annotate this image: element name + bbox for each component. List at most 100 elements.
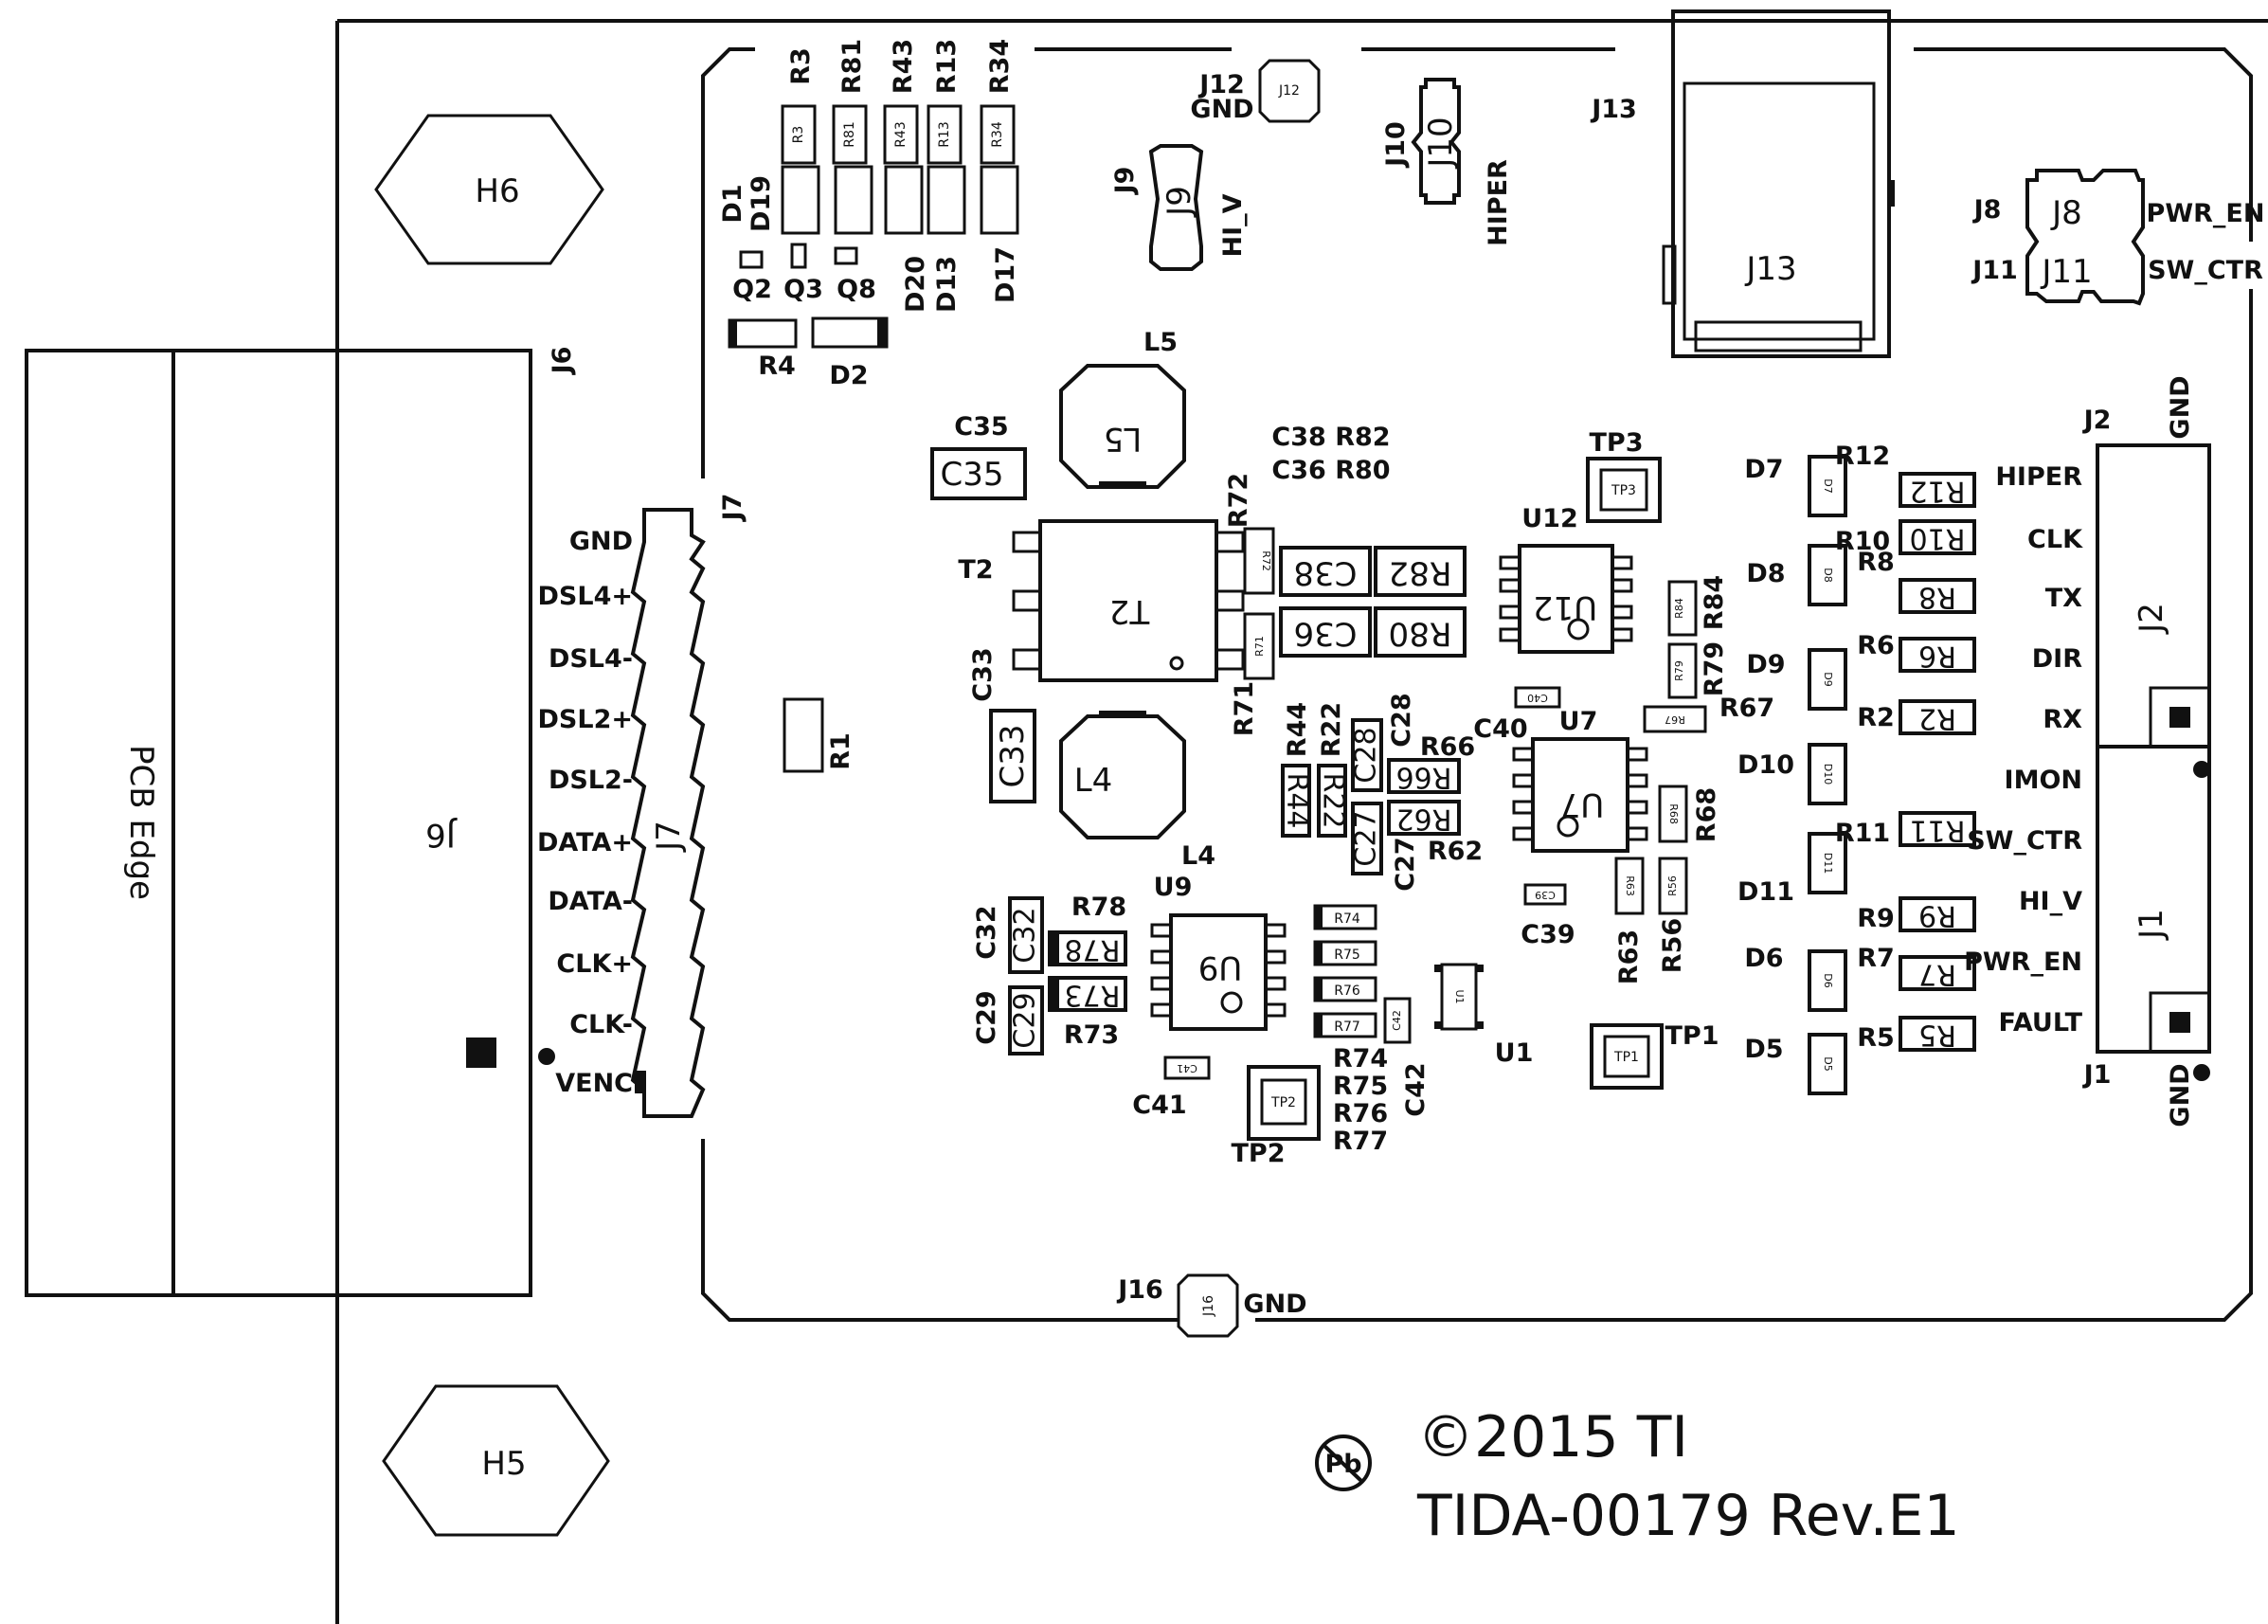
test-point-tp3: TP3 TP3 (1586, 428, 1662, 523)
r84-body: R84 (1673, 598, 1685, 619)
l4-ref: L4 (1181, 841, 1215, 871)
tp1-ref: TP1 (1665, 1021, 1719, 1051)
u9-body: U9 (1198, 948, 1243, 986)
right-resistor-body (1899, 578, 1976, 614)
r72-body: R72 (1260, 550, 1272, 571)
r71-body: R71 (1253, 636, 1266, 657)
r56-body: R56 (1666, 875, 1679, 896)
t2-body: T2 (1109, 592, 1150, 630)
j12-gnd-label: GND (1190, 95, 1253, 124)
u12-resistors: R84 R79 R67 R84 R79 R67 (1643, 575, 1774, 733)
top-resistor-body-label: R34 (990, 121, 1005, 148)
header-j12: J12 J12 GND (1190, 59, 1321, 124)
right-resistor-body (1899, 955, 1976, 991)
j12-label: J12 (1197, 70, 1245, 99)
c27-ref: C27 (1391, 837, 1420, 891)
right-diode-body-label: D5 (1822, 1056, 1834, 1071)
j-signal-label: DIR (2032, 644, 2082, 674)
top-diode-row: D1 D19 D20 D13 D17 (718, 165, 1020, 313)
gnd-top-label: GND (2166, 375, 2195, 439)
r75-body: R75 (1334, 947, 1360, 963)
d19-label: D19 (747, 175, 776, 232)
right-diode-body (1808, 1033, 1847, 1095)
j2-body: J2 (2133, 603, 2170, 635)
header-j8-j11: J8 J11 J8 J11 PWR_EN SW_CTR (1971, 169, 2264, 306)
u1-body: U1 (1453, 989, 1466, 1003)
c39-body: C39 (1535, 889, 1556, 901)
c35-body: C35 (940, 456, 1003, 494)
right-resistor-body-label: R7 (1918, 958, 1956, 991)
top-resistor-ref: R81 (837, 39, 867, 94)
r78-body: R78 (1064, 933, 1120, 966)
j10-label: J10 (1381, 121, 1411, 169)
right-diode-body-label: D9 (1822, 672, 1834, 686)
u1-ref: U1 (1495, 1038, 1534, 1068)
connector-j7: J7 J7 GNDDSL4+DSL4-DSL2+DSL2-DATA+DATA-C… (537, 494, 747, 1118)
c35-ref: C35 (954, 412, 1008, 442)
q3-label: Q3 (783, 275, 823, 304)
j11-label: J11 (1971, 256, 2018, 285)
j7-pin-label: GND (569, 527, 633, 556)
header-j9: J9 J9 HI_V (1110, 144, 1248, 271)
right-diode-body-label: D7 (1822, 478, 1834, 493)
right-resistor-ref: R8 (1857, 548, 1895, 577)
j7-pin-label: DSL2- (549, 766, 633, 795)
u7-resistors: R68 R63 R56 C39 R68 R63 R56 C39 (1521, 785, 1721, 984)
right-resistor-body (1899, 811, 1976, 847)
j7-pin-label: DATA+ (537, 828, 633, 857)
right-diode-body (1808, 832, 1847, 894)
j8-label: J8 (1972, 195, 2002, 225)
r78-ref: R78 (1071, 893, 1126, 922)
c28-ref: C28 (1387, 693, 1416, 747)
header-j16: J16 J16 GND (1116, 1273, 1307, 1338)
j-signal-label: PWR_EN (1964, 947, 2082, 977)
c32-ref: C32 (972, 905, 1001, 959)
r66-body: R66 (1395, 761, 1451, 794)
r73-body: R73 (1064, 979, 1120, 1012)
right-resistor-body-label: R9 (1918, 899, 1956, 932)
r67-ref: R67 (1719, 694, 1774, 723)
l5-ref: L5 (1143, 328, 1178, 357)
r68-body: R68 (1667, 803, 1680, 824)
c33-ref: C33 (968, 647, 998, 701)
right-diode-ref: D11 (1737, 877, 1794, 907)
tp2-body: TP2 (1270, 1095, 1296, 1110)
right-resistor-body-label: R2 (1918, 702, 1956, 735)
r22-ref: R22 (1317, 702, 1346, 757)
tp1-body: TP1 (1613, 1050, 1639, 1065)
j1-body: J1 (2133, 909, 2170, 941)
pb-free-logo: Pb (1315, 1435, 1372, 1491)
transformer-t2: T2 T2 (958, 519, 1245, 682)
header-j10: J10 J10 HIPER (1381, 78, 1513, 246)
tp2-ref: TP2 (1232, 1139, 1286, 1168)
r62-body: R62 (1395, 803, 1451, 836)
j7-pin-label: DSL2+ (538, 705, 633, 734)
top-resistor-body-label: R3 (791, 126, 806, 144)
connector-j2-j1: J2 J1 J2 J1 GND GND (2082, 375, 2211, 1128)
j9-label: J9 (1110, 167, 1140, 196)
t2-ref: T2 (958, 555, 993, 585)
c38-r82-ref: C38 R82 (1271, 423, 1390, 452)
r74-body: R74 (1334, 911, 1360, 927)
right-resistor-body (1899, 519, 1976, 555)
capacitor-c33: C33 C33 (968, 647, 1036, 803)
j-signal-label: FAULT (1999, 1008, 2083, 1038)
r1-group: R1 (783, 697, 855, 773)
c40-body: C40 (1527, 692, 1548, 704)
c33-body: C33 (994, 724, 1032, 787)
j-signal-label: IMON (2005, 766, 2082, 795)
c36-r80-ref: C36 R80 (1271, 456, 1390, 485)
right-resistor-ref: R6 (1857, 631, 1895, 660)
pcb-edge-label: PCB Edge (122, 745, 160, 900)
right-resistor-ref: R9 (1857, 904, 1895, 933)
c38-body: C38 (1293, 554, 1357, 592)
c41-ref: C41 (1132, 1091, 1186, 1120)
right-diode-body (1808, 544, 1847, 606)
right-resistor-ref: R2 (1857, 703, 1895, 732)
q8-label: Q8 (837, 275, 876, 304)
r63-body: R63 (1624, 875, 1636, 896)
right-diode-body-label: D6 (1822, 973, 1834, 987)
j10-body: J10 (1422, 117, 1460, 169)
d2-label: D2 (829, 361, 868, 390)
